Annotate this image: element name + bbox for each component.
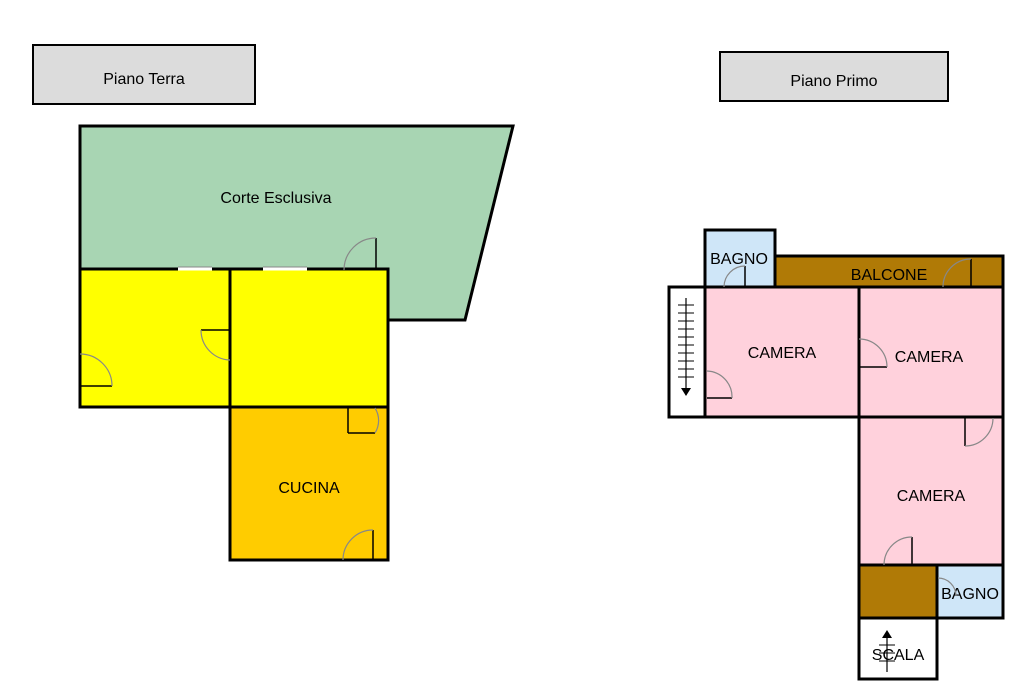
scala-label: SCALA: [872, 647, 925, 664]
door-swing-icon: [347, 407, 380, 434]
first-floor-title: Piano Primo: [790, 73, 877, 90]
stair-arrow-icon: [678, 298, 694, 396]
camera-1-label: CAMERA: [748, 345, 817, 362]
door-swing-icon: [858, 338, 888, 368]
balcone-label: BALCONE: [851, 267, 927, 284]
door-swing-icon: [342, 529, 374, 561]
stair-box-upper: [667, 285, 707, 419]
bagno-bottom-label: BAGNO: [941, 586, 999, 603]
camera-1-room: [703, 285, 861, 419]
door-swing-icon: [883, 536, 913, 566]
scala-box: [857, 616, 939, 681]
first-floor: Piano Primo BAGNO BALCONE CAMERA CA: [667, 51, 1005, 681]
closet-block: [857, 563, 939, 620]
ground-floor-title: Piano Terra: [103, 71, 185, 88]
door-swing-icon: [343, 237, 377, 271]
door-swing-icon: [200, 329, 231, 361]
cucina-label: CUCINA: [278, 480, 340, 497]
door-swing-icon: [723, 265, 746, 288]
bagno-bottom-room: [935, 563, 1005, 620]
door-swing-icon: [964, 417, 994, 447]
door-swing-icon: [706, 370, 733, 399]
ground-floor-title-box: [32, 44, 256, 105]
ground-room-right: [228, 267, 390, 409]
balcone-area: [773, 254, 1005, 289]
door-swing-icon: [79, 353, 113, 387]
cucina-room: [228, 405, 390, 562]
door-swing-icon: [942, 258, 972, 288]
first-floor-title-box: [719, 51, 949, 102]
camera-2-label: CAMERA: [895, 349, 964, 366]
bagno-top-label: BAGNO: [710, 251, 768, 268]
door-swing-icon: [937, 577, 957, 597]
camera-3-label: CAMERA: [897, 488, 966, 505]
corte-esclusiva-label: Corte Esclusiva: [220, 190, 331, 207]
stair-arrow-icon: [879, 630, 895, 672]
ground-floor: Piano Terra Corte Esclusiva CUCINA: [32, 44, 515, 562]
